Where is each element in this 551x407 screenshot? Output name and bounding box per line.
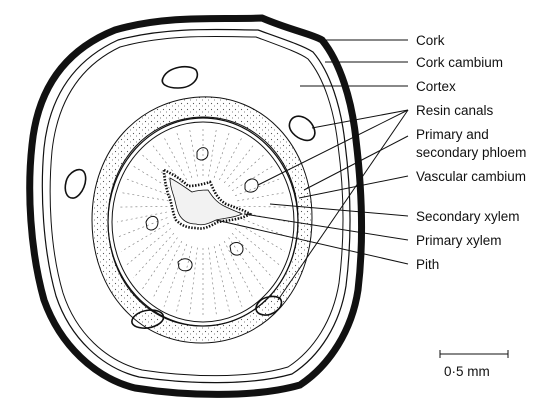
resin-canal-3 [65,170,85,198]
xylem-ray [237,223,285,251]
pith [170,178,242,225]
label-vascular-cambium: Vascular cambium [416,169,526,184]
resin-canal-1 [162,67,197,88]
xylem-resin-canal-3 [146,216,158,230]
xylem-ray [224,241,253,299]
xylem-ray [142,238,177,290]
leader-lines [216,40,408,300]
xylem-ray [214,132,230,178]
xylem-ray [118,206,167,207]
label-cork: Cork [416,33,445,48]
xylem-ray [176,132,192,178]
leader-secondary-xylem [270,204,408,216]
xylem-ray [232,233,273,278]
xylem-ray [239,206,288,207]
xylem-ray [209,128,217,176]
scale-bar: 0·5 mm [440,350,508,379]
xylem-ray [164,137,187,180]
scale-bar-label: 0·5 mm [444,364,490,379]
xylem-ray [190,128,198,176]
label-secondary-xylem: Secondary xylem [416,209,520,224]
xylem-ray [229,238,264,290]
xylem-ray [235,228,280,265]
xylem-ray [214,246,230,312]
xylem-ray [219,244,242,307]
label-cork-cambium: Cork cambium [416,55,503,70]
xylem-ray [133,233,174,278]
label-resin-canals: Resin canals [416,103,494,118]
xylem-ray [209,248,217,316]
xylem-ray [219,137,242,180]
leader-vascular-cambium [299,176,408,198]
xylem-ray [153,241,182,299]
xylem-ray [176,246,192,312]
leader-primary-xylem [244,214,408,240]
xylem-ray [121,193,169,201]
xylem-ray [164,244,187,307]
xylem-resin-canal-4 [178,259,192,271]
xylem-resin-canal-1 [197,148,208,160]
xylem-resin-canal-2 [245,179,258,192]
label-phloem-line-2: secondary phloem [416,145,526,160]
xylem-ray [121,223,169,251]
label-primary-xylem: Primary xylem [416,233,502,248]
xylem-resin-canal-5 [230,242,243,255]
label-phloem-line-1: Primary and [416,127,489,142]
xylem-ray [190,248,198,316]
label-pith: Pith [416,257,439,272]
resin-canal-2 [289,116,314,140]
xylem-ray [118,218,167,237]
leader-resin-canal-a [312,110,408,128]
xylem-ray [126,228,170,265]
xylem-ray [237,193,285,201]
xylem-ray [126,179,170,196]
xylem-ray [224,145,253,183]
xylem-ray [133,166,174,191]
xylem-ray [117,212,167,222]
label-cortex: Cortex [416,79,456,94]
